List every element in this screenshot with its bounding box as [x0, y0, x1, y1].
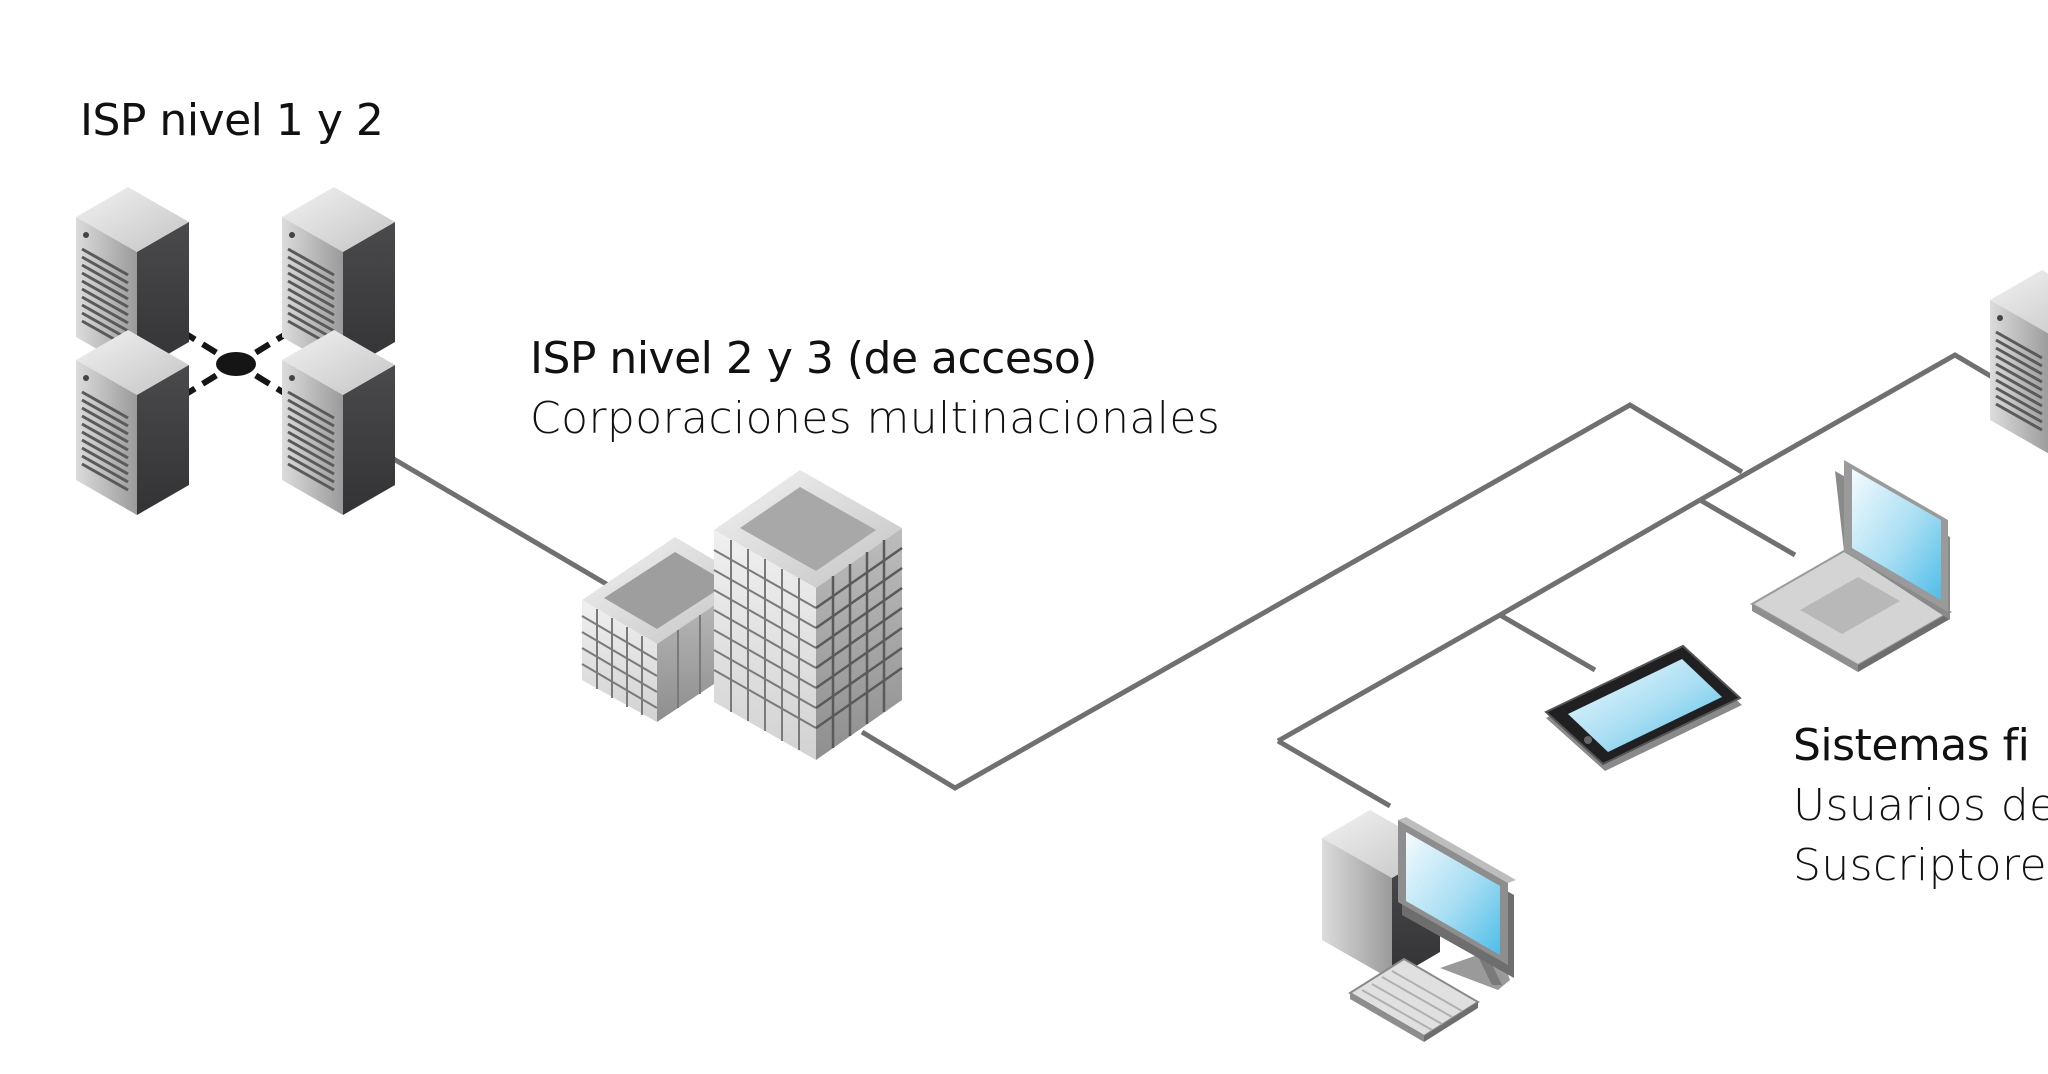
- end-systems-line2: Suscriptore: [1793, 840, 2047, 891]
- end-systems-line1: Usuarios de: [1793, 780, 2048, 831]
- isp-tier1-server-cluster: [74, 185, 397, 517]
- end-systems-label: Sistemas fi: [1793, 720, 2030, 771]
- access-isp-label: ISP nivel 2 y 3 (de acceso): [530, 333, 1097, 384]
- hub-node: [216, 352, 256, 376]
- building-icon: [581, 470, 903, 760]
- desktop-computer-icon: [1322, 810, 1516, 1042]
- link-laptop-branch: [1698, 497, 1797, 558]
- server-icon: [280, 328, 397, 517]
- tablet-icon: [1544, 644, 1742, 771]
- link-building-to-backbone: [860, 402, 1744, 791]
- server-icon: [1988, 268, 2048, 457]
- link-desktop-branch: [1276, 738, 1392, 809]
- server-icon: [74, 328, 191, 517]
- link-tablet-branch: [1498, 612, 1597, 673]
- tier1-isp-label: ISP nivel 1 y 2: [80, 95, 384, 146]
- link-servers-to-building: [390, 455, 610, 588]
- network-links: [390, 352, 2048, 809]
- laptop-icon: [1749, 460, 1953, 672]
- access-isp-subtitle: Corporaciones multinacionales: [530, 393, 1221, 444]
